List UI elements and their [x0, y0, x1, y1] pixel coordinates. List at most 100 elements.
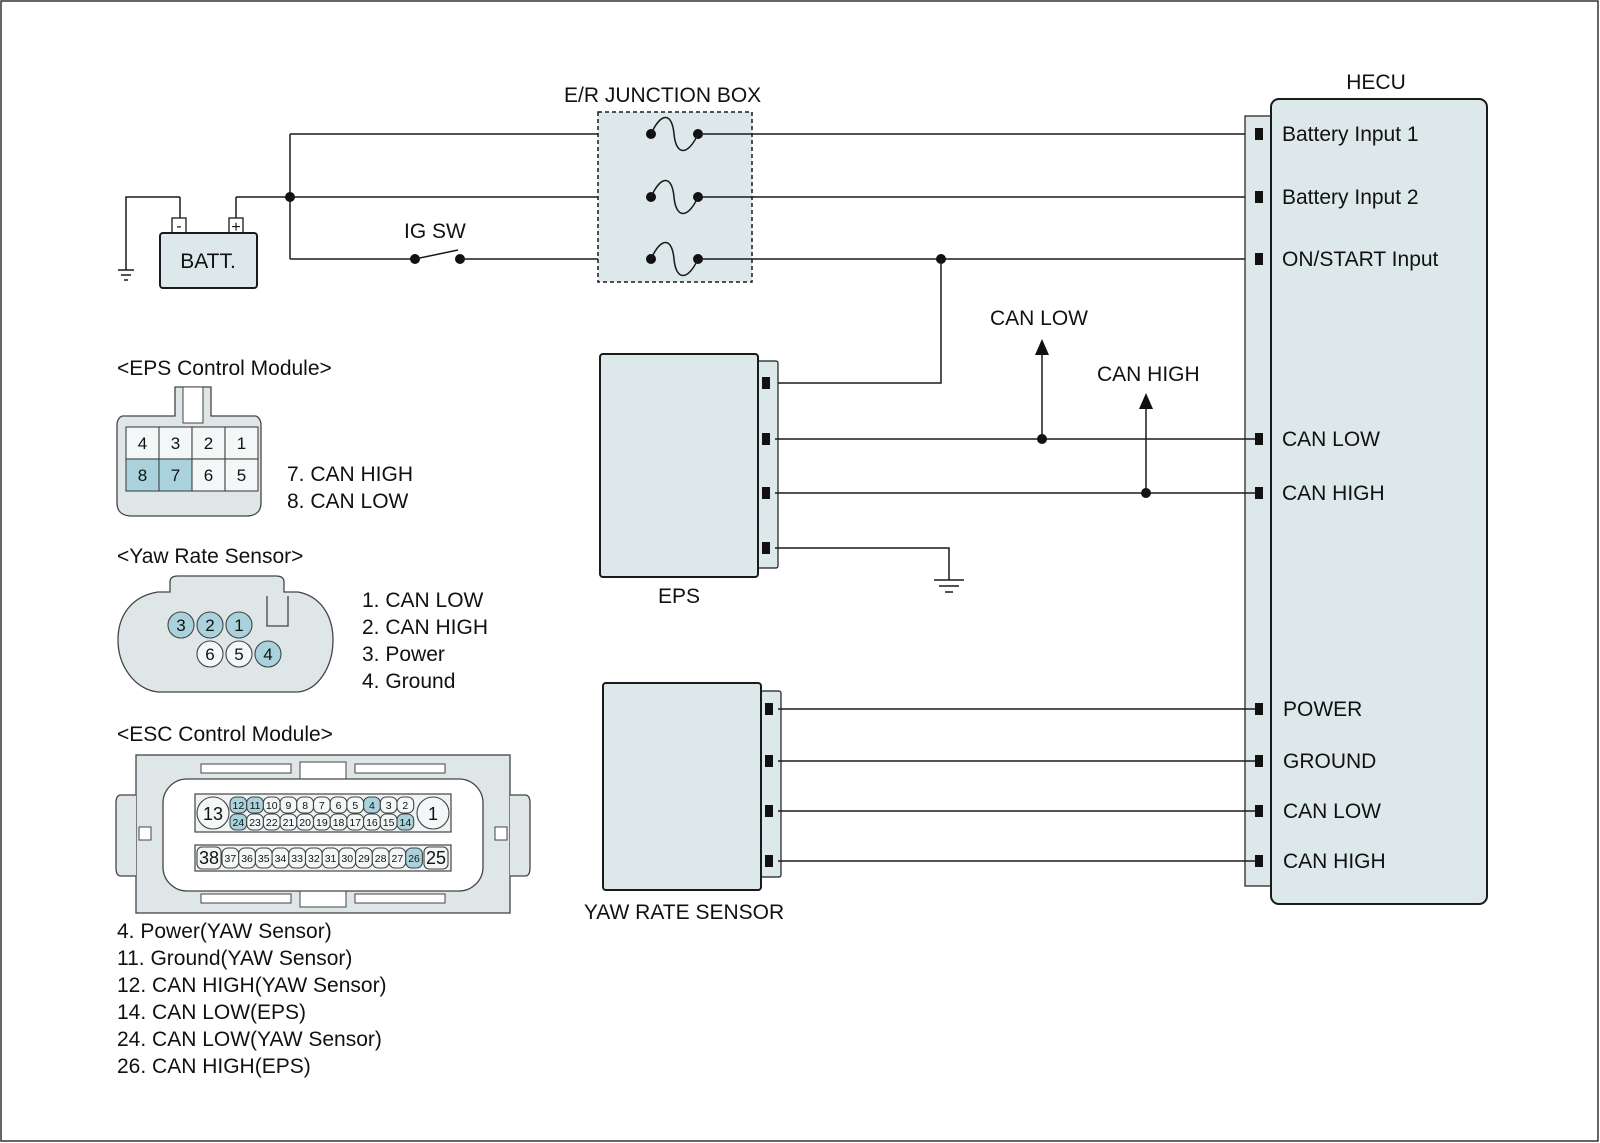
esc-pin-number: 29 — [358, 853, 370, 865]
esc-pin-number: 12 — [233, 800, 245, 812]
hecu-pin-label: ON/START Input — [1282, 248, 1439, 271]
esc-pin-number: 1 — [428, 804, 438, 824]
hecu-pin-label: Battery Input 1 — [1282, 123, 1419, 146]
hecu-pin-terminal — [1255, 855, 1263, 867]
eps-legend-2: 8. CAN LOW — [287, 490, 409, 513]
esc-pin-number: 10 — [266, 800, 278, 812]
battery: - + BATT. — [118, 196, 258, 289]
hecu-pin-terminal — [1255, 128, 1263, 140]
esc-pin-number: 8 — [302, 800, 308, 812]
esc-pin-number: 31 — [325, 853, 337, 865]
esc-pin-number: 7 — [319, 800, 325, 812]
hecu-pin-label: CAN LOW — [1283, 800, 1381, 823]
eps-label: EPS — [658, 585, 700, 608]
ig-switch: IG SW — [404, 220, 466, 264]
yaw-legend-2: 2. CAN HIGH — [362, 616, 488, 639]
hecu-pin-terminal — [1255, 487, 1263, 499]
yaw-legend-3: 3. Power — [362, 643, 445, 666]
eps-connector-title: <EPS Control Module> — [117, 357, 332, 380]
eps-pin-cell — [224, 458, 259, 492]
esc-pin-number: 17 — [349, 817, 361, 829]
hecu-pin-terminal — [1255, 433, 1263, 445]
yaw-legend-4: 4. Ground — [362, 670, 455, 693]
esc-pin-number: 25 — [426, 848, 446, 868]
esc-legend-1: 4. Power(YAW Sensor) — [117, 920, 332, 943]
esc-pin-number: 6 — [336, 800, 342, 812]
esc-pin-number: 3 — [386, 800, 392, 812]
yaw-rate-sensor-module: YAW RATE SENSOR — [584, 682, 784, 924]
hecu-pin-terminal — [1255, 191, 1263, 203]
hecu-pin-label: CAN HIGH — [1282, 482, 1385, 505]
eps-pin-number: 5 — [237, 466, 246, 485]
ig-switch-label: IG SW — [404, 220, 466, 243]
esc-pin-number: 24 — [233, 817, 245, 829]
eps-module: EPS — [599, 353, 779, 608]
eps-pin-cell — [158, 426, 193, 460]
esc-pin-cell — [405, 847, 423, 869]
esc-pin-number: 4 — [369, 800, 375, 812]
eps-pin-number: 3 — [171, 434, 180, 453]
hecu-pin-label: CAN LOW — [1282, 428, 1380, 451]
eps-pin-number: 1 — [237, 434, 246, 453]
esc-pin-number: 34 — [275, 853, 287, 865]
esc-pin-number: 16 — [366, 817, 378, 829]
esc-pin-number: 33 — [291, 853, 303, 865]
esc-pin-number: 21 — [283, 817, 295, 829]
yaw-pin-circle — [254, 640, 282, 668]
hecu-module: HECU — [1244, 71, 1488, 905]
yaw-pin-circle — [196, 640, 224, 668]
esc-pin-number: 26 — [408, 853, 420, 865]
eps-pin-cell — [224, 426, 259, 460]
hecu-pin-label: Battery Input 2 — [1282, 186, 1419, 209]
eps-pin-number: 6 — [204, 466, 213, 485]
can-high-bus-label: CAN HIGH — [1097, 363, 1200, 386]
esc-pin-number: 5 — [352, 800, 358, 812]
battery-positive: + — [231, 219, 240, 236]
eps-pin-cell — [125, 458, 160, 492]
esc-legend-3: 12. CAN HIGH(YAW Sensor) — [117, 974, 387, 997]
esc-legend-5: 24. CAN LOW(YAW Sensor) — [117, 1028, 382, 1051]
esc-connector-title: <ESC Control Module> — [117, 723, 333, 746]
esc-pin-number: 14 — [400, 817, 412, 829]
yaw-pin-circle — [196, 611, 224, 639]
esc-pin-number: 35 — [258, 853, 270, 865]
hecu-pin-terminal — [1255, 805, 1263, 817]
eps-pin-cell — [191, 426, 226, 460]
battery-negative: - — [176, 218, 181, 235]
esc-pin-number: 22 — [266, 817, 278, 829]
hecu-pin-terminal — [1255, 253, 1263, 265]
hecu-pin-terminal — [1255, 755, 1263, 767]
esc-pin-number: 27 — [392, 853, 404, 865]
esc-pin-number: 30 — [341, 853, 353, 865]
yaw-pin-number: 4 — [263, 645, 272, 664]
eps-pin-number: 8 — [138, 466, 147, 485]
yaw-pin-number: 2 — [205, 616, 214, 635]
esc-pin-number: 11 — [250, 800, 261, 812]
esc-pin-number: 18 — [333, 817, 345, 829]
esc-pin-number: 37 — [225, 853, 237, 865]
esc-pin-cell — [423, 846, 449, 870]
esc-pin-number: 15 — [383, 817, 395, 829]
yaw-legend-1: 1. CAN LOW — [362, 589, 484, 612]
yaw-pin-circle — [225, 611, 253, 639]
hecu-pin-label: POWER — [1283, 698, 1362, 721]
esc-pin-circle — [416, 796, 450, 830]
esc-pin-number: 32 — [308, 853, 320, 865]
battery-label: BATT. — [180, 250, 236, 273]
junction-box: E/R JUNCTION BOX — [564, 84, 761, 283]
can-low-bus-label: CAN LOW — [990, 307, 1088, 330]
esc-pin-cell — [396, 813, 415, 831]
eps-pin-number: 4 — [138, 434, 147, 453]
yaw-pin-number: 6 — [205, 645, 214, 664]
esc-pin-number: 19 — [316, 817, 328, 829]
yaw-connector-title: <Yaw Rate Sensor> — [117, 545, 303, 568]
esc-pin-number: 13 — [203, 804, 223, 824]
esc-pin-cell — [196, 846, 222, 870]
esc-pin-number: 36 — [241, 853, 253, 865]
yaw-pin-circle — [225, 640, 253, 668]
esc-legend-2: 11. Ground(YAW Sensor) — [117, 947, 352, 970]
hecu-pin-label: CAN HIGH — [1283, 850, 1386, 873]
